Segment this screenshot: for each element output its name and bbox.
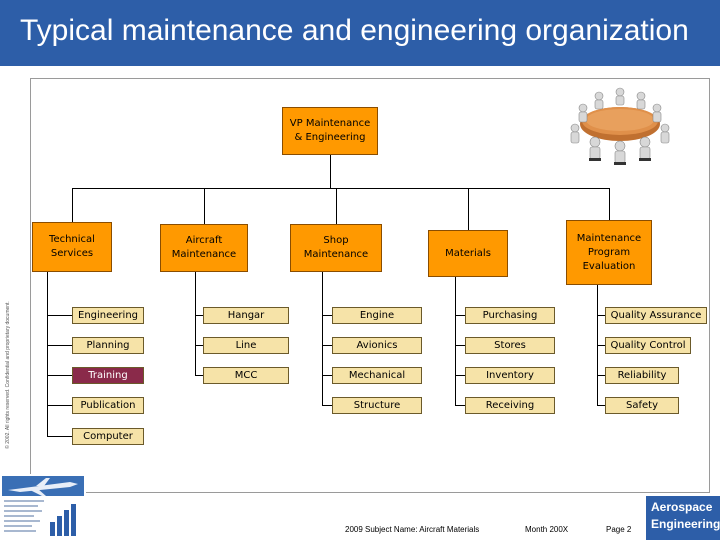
connector-col1-spine [47,272,48,437]
org-box-structure: Structure [332,397,422,414]
org-box-quality-control: Quality Control [605,337,691,354]
connector-col4-r3 [455,375,465,376]
org-box-technical-services: Technical Services [32,222,112,272]
connector-col5-r1 [597,315,605,316]
org-box-materials: Materials [428,230,508,277]
connector-mgr-5 [609,188,610,220]
org-box-maintenance-program-evaluation: Maintenance Program Evaluation [566,220,652,285]
org-box-engineering: Engineering [72,307,144,324]
connector-col1-r5 [47,436,72,437]
brand-line-2: Engineering [651,517,720,531]
connector-col1-r2 [47,345,72,346]
page-title: Typical maintenance and engineering orga… [20,14,689,47]
connector-col2-r1 [195,315,203,316]
connector-col4-r2 [455,345,465,346]
org-box-engine: Engine [332,307,422,324]
org-box-mechanical: Mechanical [332,367,422,384]
org-box-inventory: Inventory [465,367,555,384]
org-box-planning: Planning [72,337,144,354]
org-box-stores: Stores [465,337,555,354]
connector-col1-r4 [47,405,72,406]
org-box-reliability: Reliability [605,367,679,384]
connector-mgr-2 [204,188,205,224]
connector-mgr-4 [468,188,469,230]
brand-logo: Aerospace Engineering [646,496,720,540]
connector-col1-r3 [47,375,72,376]
connector-top-vertical [330,155,331,188]
meeting-table-image [570,87,670,165]
org-box-shop-maintenance: Shop Maintenance [290,224,382,272]
connector-col3-spine [322,272,323,406]
brand-line-1: Aerospace [651,500,713,514]
connector-col2-spine [195,272,196,376]
connector-col4-r4 [455,405,465,406]
connector-col2-r2 [195,345,203,346]
connector-col4-spine [455,277,456,406]
copyright-note: © 2002. All rights reserved. Confidentia… [5,301,11,449]
org-box-publication: Publication [72,397,144,414]
org-box-line: Line [203,337,289,354]
connector-col3-r3 [322,375,332,376]
connector-col1-r1 [47,315,72,316]
connector-col2-r3 [195,375,203,376]
connector-horizontal [72,188,609,189]
aircraft-logo-image [0,474,86,540]
title-bar: Typical maintenance and engineering orga… [0,0,720,66]
chart-frame [30,78,710,493]
org-box-mcc: MCC [203,367,289,384]
org-box-safety: Safety [605,397,679,414]
connector-col3-r1 [322,315,332,316]
connector-col5-r3 [597,375,605,376]
connector-mgr-3 [336,188,337,224]
connector-col3-r2 [322,345,332,346]
org-box-purchasing: Purchasing [465,307,555,324]
connector-col4-r1 [455,315,465,316]
org-box-hangar: Hangar [203,307,289,324]
footer-subject: 2009 Subject Name: Aircraft Materials [345,525,480,534]
footer-page: Page 2 [606,525,632,534]
org-box-training: Training [72,367,144,384]
org-box-receiving: Receiving [465,397,555,414]
org-box-quality-assurance: Quality Assurance [605,307,707,324]
connector-col5-r4 [597,405,605,406]
org-box-vp: VP Maintenance & Engineering [282,107,378,155]
connector-col3-r4 [322,405,332,406]
org-box-avionics: Avionics [332,337,422,354]
connector-mgr-1 [72,188,73,222]
org-box-computer: Computer [72,428,144,445]
footer-month: Month 200X [525,525,569,534]
connector-col5-r2 [597,345,605,346]
org-box-aircraft-maintenance: Aircraft Maintenance [160,224,248,272]
